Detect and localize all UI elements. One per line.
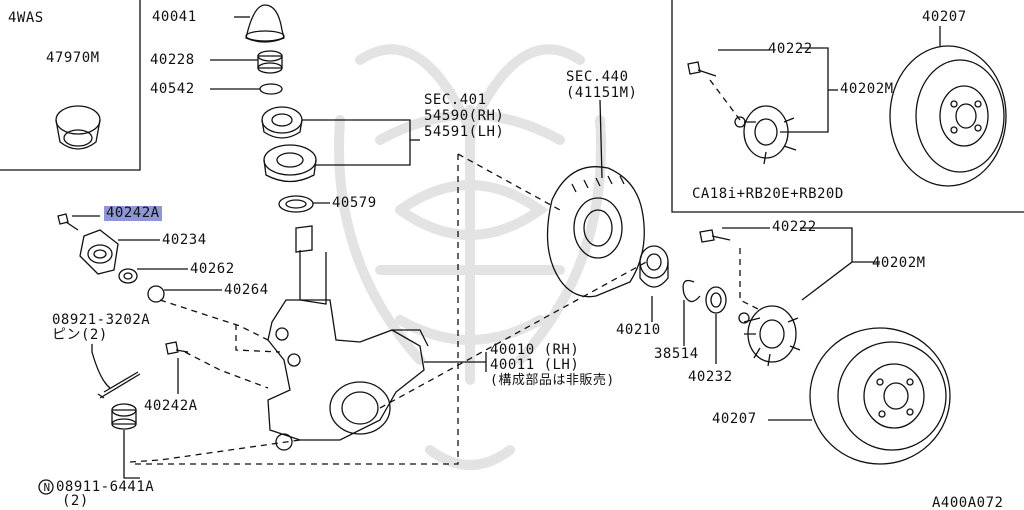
part-40011-label[interactable]: 40011 (LH) <box>490 357 580 373</box>
hub-bolt-upper-icon <box>687 61 717 77</box>
part-40222-bottom-label[interactable]: 40222 <box>772 219 817 235</box>
hub-nut-icon <box>257 50 283 74</box>
n-circle-label: N <box>43 481 51 494</box>
part-40232-label[interactable]: 40232 <box>688 369 733 385</box>
n-circle-icon <box>38 479 54 495</box>
pin-qty-label: ピン(2) <box>52 327 108 343</box>
part-40010-label[interactable]: 40010 (RH) <box>490 342 580 358</box>
part-40234-label[interactable]: 40234 <box>162 232 207 248</box>
outer-bearing-icon <box>261 106 303 139</box>
snap-ring-icon <box>682 279 701 303</box>
hub-bolt-lower-icon <box>699 229 731 243</box>
part-40207-top-label[interactable]: 40207 <box>922 9 967 25</box>
wheel-bearing-icon <box>639 245 669 288</box>
variant-4was-label: 4WAS <box>8 10 44 26</box>
part-40228-label[interactable]: 40228 <box>150 52 195 68</box>
hub-seal-icon <box>705 286 727 314</box>
part-40207-bottom-label[interactable]: 40207 <box>712 411 757 427</box>
part-41151m-label[interactable]: (41151M) <box>566 85 638 101</box>
part-47970m-label[interactable]: 47970M <box>46 50 100 66</box>
castle-nut-icon <box>111 403 137 430</box>
bolt-40242a-lower-icon <box>165 341 189 355</box>
dust-cap-icon <box>245 4 285 43</box>
part-40579-label[interactable]: 40579 <box>332 195 377 211</box>
not-sold-note: (構成部品は非販売) <box>490 373 615 388</box>
part-40262-label[interactable]: 40262 <box>190 261 235 277</box>
part-40242a-top-label[interactable]: 40242A <box>104 205 162 221</box>
steering-knuckle-icon <box>267 225 429 451</box>
sensor-ring-icon <box>55 105 101 150</box>
sec401-title[interactable]: SEC.401 <box>424 92 487 108</box>
4was-box <box>0 0 141 171</box>
part-40202m-bottom-label[interactable]: 40202M <box>872 255 926 271</box>
bolt-40242a-icon <box>57 213 79 231</box>
brake-rotor-upper-icon <box>889 45 1007 187</box>
part-40202m-top-label[interactable]: 40202M <box>840 81 894 97</box>
diagram-code: A400A072 <box>932 495 1004 510</box>
inner-bearing-icon <box>263 144 317 183</box>
part-54590-label[interactable]: 54590(RH) <box>424 108 505 124</box>
part-40242a-mid-label[interactable]: 40242A <box>144 398 198 414</box>
nut-qty-label: (2) <box>62 493 89 509</box>
wheel-hub-upper-icon <box>734 105 797 165</box>
brake-rotor-lower-icon <box>809 327 951 465</box>
brake-plate-icon <box>79 229 119 275</box>
engine-applicability-note: CA18i+RB20E+RB20D <box>692 186 844 202</box>
wheel-hub-lower-icon <box>738 305 801 367</box>
part-40542-label[interactable]: 40542 <box>150 81 195 97</box>
part-08921-label[interactable]: 08921-3202A <box>52 312 151 328</box>
grease-seal-icon <box>278 195 314 213</box>
cotter-pin-icon <box>97 371 141 399</box>
spacer-40262-icon <box>118 268 138 284</box>
shim-40264-icon <box>147 285 165 303</box>
part-08911-label[interactable]: 08911-6441A <box>56 479 155 495</box>
part-54591-label[interactable]: 54591(LH) <box>424 124 505 140</box>
part-40222-top-label[interactable]: 40222 <box>768 41 813 57</box>
part-38514-label[interactable]: 38514 <box>654 346 699 362</box>
ca18-box <box>671 0 1024 213</box>
backing-plate-icon <box>546 166 645 298</box>
part-40041-label[interactable]: 40041 <box>152 9 197 25</box>
part-40210-label[interactable]: 40210 <box>616 322 661 338</box>
sec440-title[interactable]: SEC.440 <box>566 69 629 85</box>
part-40264-label[interactable]: 40264 <box>224 282 269 298</box>
washer-icon <box>259 83 283 95</box>
